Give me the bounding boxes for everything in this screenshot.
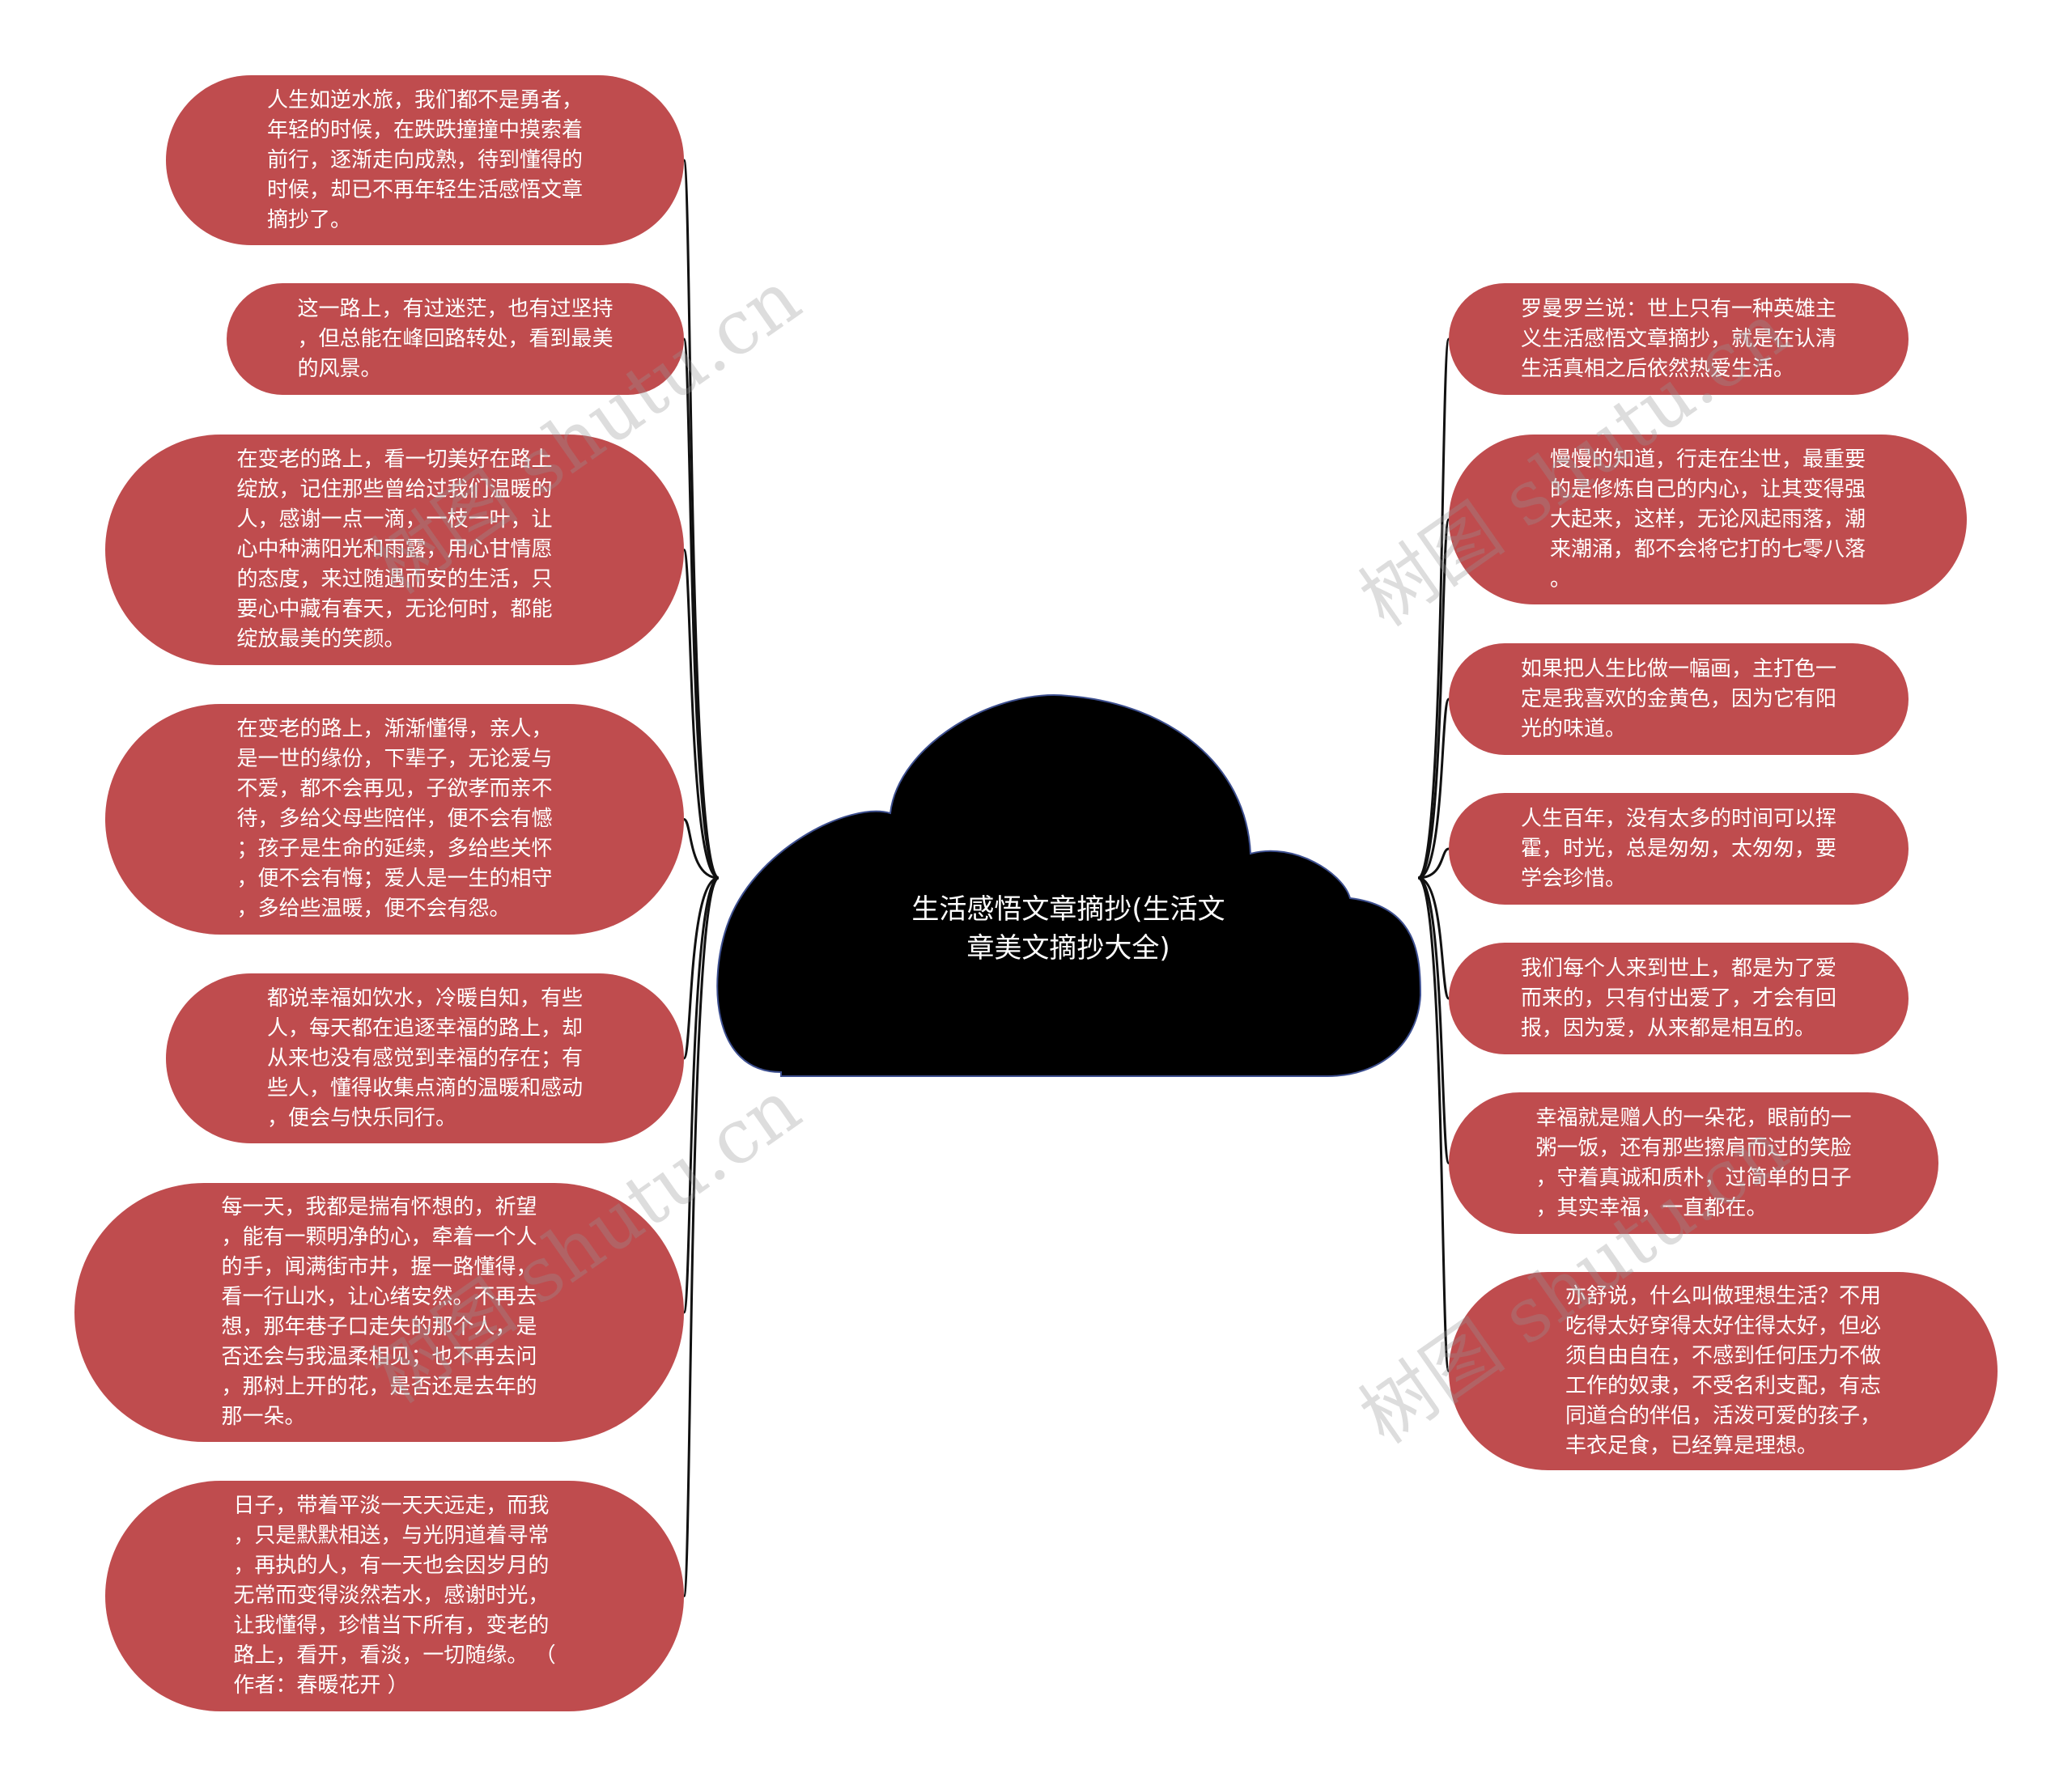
connector-line bbox=[682, 876, 720, 1060]
right-node-7[interactable]: 亦舒说，什么叫做理想生活？不用 吃得太好穿得太好住得太好，但必 须自由自在，不感… bbox=[1449, 1272, 1998, 1470]
left-node-5[interactable]: 都说幸福如饮水，冷暖自知，有些 人，每天都在追逐幸福的路上，却 从来也没有感觉到… bbox=[166, 973, 684, 1143]
left-node-7[interactable]: 日子，带着平淡一天天远走，而我 ，只是默默相送，与光阴道着寻常 ，再执的人，有一… bbox=[105, 1481, 684, 1711]
node-text: 都说幸福如饮水，冷暖自知，有些 人，每天都在追逐幸福的路上，却 从来也没有感觉到… bbox=[266, 986, 583, 1130]
node-text: 每一天，我都是揣有怀想的，祈望 ，能有一颗明净的心，牵着一个人 的手，闻满街市井… bbox=[221, 1195, 537, 1429]
right-node-2[interactable]: 慢慢的知道，行走在尘世，最重要 的是修炼自己的内心，让其变得强 大起来，这样，无… bbox=[1449, 435, 1967, 604]
connector-line bbox=[682, 549, 720, 880]
connector-line bbox=[1417, 847, 1450, 880]
right-node-1[interactable]: 罗曼罗兰说：世上只有一种英雄主 义生活感悟文章摘抄，就是在认清 生活真相之后依然… bbox=[1449, 283, 1909, 395]
connector-line bbox=[1416, 337, 1450, 880]
left-node-6[interactable]: 每一天，我都是揣有怀想的，祈望 ，能有一颗明净的心，牵着一个人 的手，闻满街市井… bbox=[74, 1183, 684, 1442]
left-node-2[interactable]: 这一路上，有过迷茫，也有过坚持 ，但总能在峰回路转处，看到最美 的风景。 bbox=[227, 283, 684, 395]
right-node-5[interactable]: 我们每个人来到世上，都是为了爱 而来的，只有付出爱了，才会有回 报，因为爱，从来… bbox=[1449, 943, 1909, 1054]
left-node-3[interactable]: 在变老的路上，看一切美好在路上 绽放，记住那些曾给过我们温暖的 人，感谢一点一滴… bbox=[105, 435, 684, 665]
connector-line bbox=[1417, 518, 1450, 880]
node-text: 慢慢的知道，行走在尘世，最重要 的是修炼自己的内心，让其变得强 大起来，这样，无… bbox=[1549, 447, 1866, 591]
right-node-3[interactable]: 如果把人生比做一幅画，主打色一 定是我喜欢的金黄色，因为它有阳 光的味道。 bbox=[1449, 643, 1909, 755]
right-node-4[interactable]: 人生百年，没有太多的时间可以挥 霍，时光，总是匆匆，太匆匆，要 学会珍惜。 bbox=[1449, 793, 1909, 905]
connector-line bbox=[683, 818, 720, 880]
node-text: 如果把人生比做一幅画，主打色一 定是我喜欢的金黄色，因为它有阳 光的味道。 bbox=[1520, 656, 1836, 741]
connector-line bbox=[1417, 876, 1450, 1000]
node-text: 亦舒说，什么叫做理想生活？不用 吃得太好穿得太好住得太好，但必 须自由自在，不感… bbox=[1565, 1283, 1881, 1458]
connector-line bbox=[1417, 697, 1450, 880]
node-text: 日子，带着平淡一天天远走，而我 ，只是默默相送，与光阴道着寻常 ，再执的人，有一… bbox=[233, 1494, 556, 1698]
node-text: 幸福就是赠人的一朵花，眼前的一 粥一饭，还有那些擦肩而过的笑脸 ，守着真诚和质朴… bbox=[1535, 1105, 1852, 1220]
right-node-6[interactable]: 幸福就是赠人的一朵花，眼前的一 粥一饭，还有那些擦肩而过的笑脸 ，守着真诚和质朴… bbox=[1449, 1092, 1938, 1234]
node-text: 罗曼罗兰说：世上只有一种英雄主 义生活感悟文章摘抄，就是在认清 生活真相之后依然… bbox=[1520, 296, 1836, 381]
connector-line bbox=[682, 876, 720, 1314]
connector-line bbox=[682, 159, 720, 880]
connector-line bbox=[682, 337, 720, 880]
left-node-4[interactable]: 在变老的路上，渐渐懂得，亲人， 是一世的缘份，下辈子，无论爱与 不爱，都不会再见… bbox=[105, 704, 684, 935]
node-text: 人生百年，没有太多的时间可以挥 霍，时光，总是匆匆，太匆匆，要 学会珍惜。 bbox=[1520, 806, 1836, 891]
node-text: 在变老的路上，渐渐懂得，亲人， 是一世的缘份，下辈子，无论爱与 不爱，都不会再见… bbox=[236, 717, 553, 921]
left-node-1[interactable]: 人生如逆水旅，我们都不是勇者， 年轻的时候，在跌跌撞撞中摸索着 前行，逐渐走向成… bbox=[166, 75, 684, 245]
node-text: 人生如逆水旅，我们都不是勇者， 年轻的时候，在跌跌撞撞中摸索着 前行，逐渐走向成… bbox=[266, 87, 583, 232]
root-cloud-shape bbox=[716, 694, 1422, 1077]
root-node-text[interactable]: 生活感悟文章摘抄(生活文 章美文摘抄大全) bbox=[911, 893, 1225, 965]
node-text: 在变老的路上，看一切美好在路上 绽放，记住那些曾给过我们温暖的 人，感谢一点一滴… bbox=[236, 447, 553, 651]
connector-line bbox=[1417, 876, 1450, 1164]
node-text: 这一路上，有过迷茫，也有过坚持 ，但总能在峰回路转处，看到最美 的风景。 bbox=[297, 296, 614, 381]
connector-line bbox=[1417, 876, 1450, 1372]
node-text: 我们每个人来到世上，都是为了爱 而来的，只有付出爱了，才会有回 报，因为爱，从来… bbox=[1520, 956, 1836, 1041]
connector-line bbox=[682, 876, 720, 1597]
